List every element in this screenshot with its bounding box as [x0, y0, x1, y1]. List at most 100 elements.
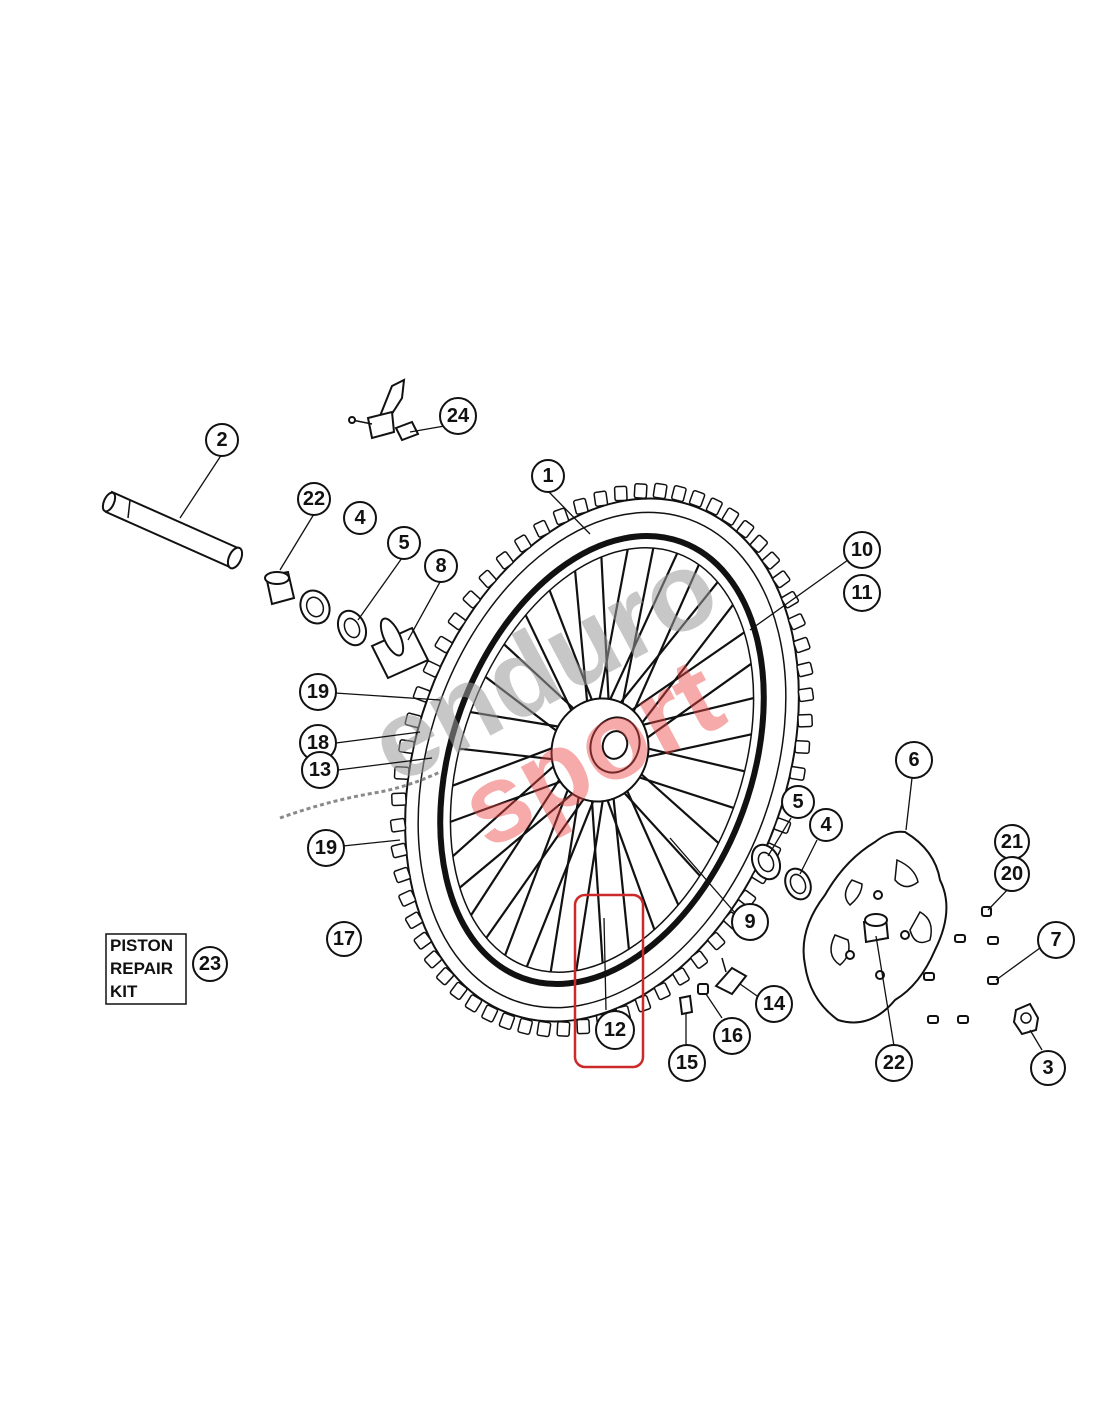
callout-21[interactable]: 21: [994, 824, 1030, 860]
callout-20[interactable]: 20: [994, 856, 1030, 892]
rim-lock-part: [714, 957, 748, 996]
tire-knob: [794, 739, 811, 755]
callout-14[interactable]: 14: [755, 985, 793, 1023]
callout-22-right[interactable]: 22: [875, 1044, 913, 1082]
tire-knob: [556, 1021, 571, 1037]
tire-knob: [796, 661, 814, 678]
axle-part: [101, 490, 244, 570]
tire-knob: [653, 982, 671, 1001]
tire-knob: [593, 490, 609, 507]
tire-knob: [434, 635, 453, 654]
tire-knob: [495, 551, 514, 570]
tire-knob: [398, 889, 417, 907]
callout-19-top[interactable]: 19: [299, 673, 337, 711]
callout-5-left-label: 5: [398, 532, 409, 554]
callout-12[interactable]: 12: [595, 1010, 635, 1050]
callout-6[interactable]: 6: [895, 741, 933, 779]
tire-knob: [761, 551, 781, 570]
tire-knob: [749, 534, 768, 553]
callout-3-label: 3: [1042, 1057, 1053, 1079]
tire-knob: [552, 507, 570, 526]
disc-bolts-part: [923, 906, 999, 1024]
callout-24[interactable]: 24: [439, 397, 477, 435]
distance-tube-part: [370, 617, 430, 680]
callout-4-right[interactable]: 4: [809, 808, 843, 842]
callout-14-label: 14: [763, 993, 786, 1015]
callout-10[interactable]: 10: [843, 531, 881, 569]
axle-puller-part: [348, 378, 420, 442]
bearing-left-part: [336, 609, 368, 647]
callout-5-right-label: 5: [792, 791, 803, 813]
callout-21-label: 21: [1001, 831, 1023, 853]
callout-7[interactable]: 7: [1037, 921, 1075, 959]
callout-3[interactable]: 3: [1030, 1050, 1066, 1086]
callout-22-left[interactable]: 22: [297, 482, 331, 516]
callout-4-left[interactable]: 4: [343, 501, 377, 535]
tire-knob: [390, 792, 407, 807]
tire-decal-part: [279, 770, 441, 820]
callout-11-label: 11: [851, 582, 872, 604]
callout-22-right-label: 22: [883, 1052, 905, 1074]
callout-22-left-label: 22: [303, 488, 325, 510]
callout-13[interactable]: 13: [301, 751, 339, 789]
tire-knob: [404, 712, 422, 729]
callout-5-right[interactable]: 5: [781, 785, 815, 819]
tire-knob: [478, 569, 497, 589]
tire-knob: [464, 994, 483, 1013]
tire-knob: [773, 817, 792, 834]
tire-knob: [423, 950, 443, 969]
tire-knob: [707, 931, 726, 951]
callout-20-label: 20: [1001, 863, 1023, 885]
callout-11[interactable]: 11: [843, 574, 881, 612]
callout-16[interactable]: 16: [713, 1017, 751, 1055]
callout-4-left-label: 4: [354, 507, 366, 529]
callout-8[interactable]: 8: [424, 549, 458, 583]
tire-knob: [688, 489, 706, 508]
callout-8-label: 8: [435, 555, 446, 577]
callout-19-bottom[interactable]: 19: [307, 829, 345, 867]
tire-knob: [633, 483, 648, 499]
callout-9-label: 9: [744, 911, 755, 933]
tire-knob: [797, 687, 815, 703]
tire-knob: [449, 981, 468, 1001]
callout-10-label: 10: [851, 539, 873, 561]
callout-19-bottom-label: 19: [315, 837, 337, 859]
callout-15[interactable]: 15: [668, 1044, 706, 1082]
callout-12-label: 12: [604, 1019, 626, 1041]
tire-knob: [404, 911, 424, 930]
tire-knob: [772, 570, 791, 589]
callout-13-label: 13: [309, 759, 331, 781]
tire-knob: [572, 497, 589, 515]
nut-part: [697, 983, 709, 995]
callout-4-right-label: 4: [820, 814, 832, 836]
kit-box-line-3: KIT: [110, 982, 138, 1001]
callout-5-left[interactable]: 5: [387, 526, 421, 560]
tire-knob: [393, 866, 411, 884]
tire-knob: [447, 612, 467, 631]
callout-24-label: 24: [447, 405, 470, 427]
callout-18[interactable]: 18: [299, 724, 337, 762]
tire-knob: [613, 485, 628, 502]
bearing-right-part: [750, 843, 782, 881]
callout-1[interactable]: 1: [531, 459, 565, 493]
wheel-assembly: [389, 482, 815, 1038]
highlight-box-part-12: [573, 893, 645, 1069]
tire-knob: [736, 519, 755, 539]
callout-1-label: 1: [542, 465, 553, 487]
seal-right-part: [784, 867, 812, 901]
tire-knob: [533, 519, 551, 538]
tire-knobs: [389, 482, 815, 1038]
tire-knob: [737, 889, 757, 908]
callout-2[interactable]: 2: [205, 423, 239, 457]
callout-9[interactable]: 9: [731, 903, 769, 941]
spacer-left-part: [264, 570, 296, 606]
callout-23[interactable]: 23: [192, 946, 228, 982]
tire-knob: [721, 507, 740, 526]
callout-17[interactable]: 17: [326, 921, 362, 957]
tire-knob: [705, 497, 723, 516]
tire-knob: [481, 1004, 499, 1023]
tire-knob: [787, 613, 806, 631]
tire-knob: [393, 765, 410, 781]
leader-lines: [179, 423, 1043, 1051]
callout-17-label: 17: [333, 928, 355, 950]
